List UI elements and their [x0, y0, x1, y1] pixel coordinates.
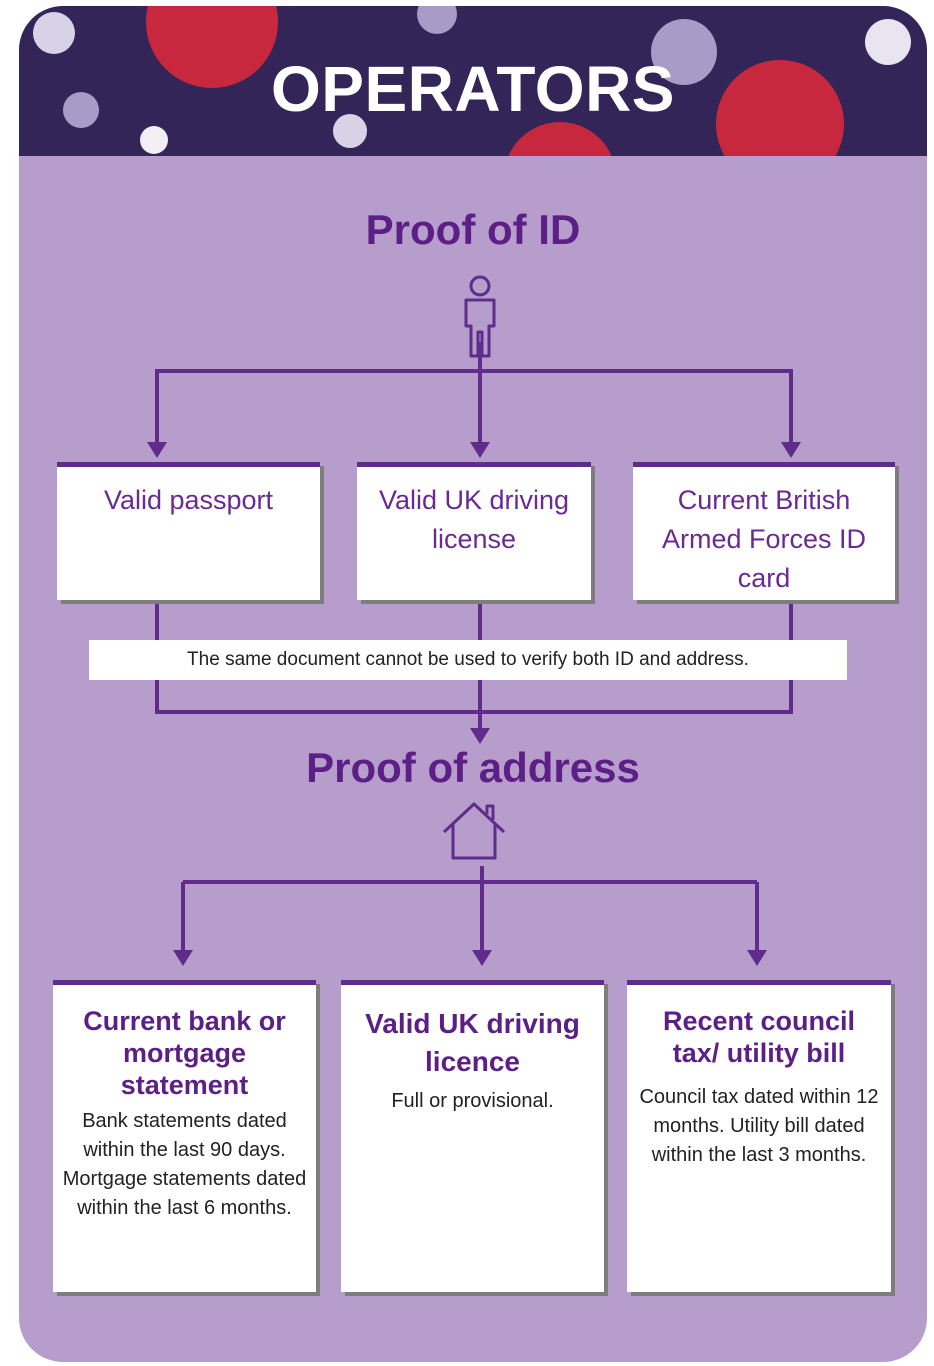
id-option-label: Valid passport [103, 485, 274, 515]
address-option-description: Full or provisional. [391, 1090, 554, 1112]
id-option-driving-license: Valid UK driving license [357, 462, 591, 600]
decorative-bubble [333, 114, 367, 148]
decorative-bubble [140, 126, 168, 154]
id-option-label: Current British Armed Forces ID card [661, 485, 867, 593]
house-icon [442, 802, 506, 860]
decorative-bubble [716, 60, 844, 156]
decorative-bubble [651, 19, 717, 85]
decorative-bubble [33, 12, 75, 54]
address-option-description: Council tax dated within 12 months. Util… [639, 1086, 879, 1166]
operators-card: OPERATORS Proof of ID Valid passport Val… [19, 6, 927, 1362]
id-option-armed-forces-card: Current British Armed Forces ID card [633, 462, 895, 600]
decorative-bubble [63, 92, 99, 128]
person-icon [464, 275, 496, 358]
address-option-title: Valid UK driving licence [365, 1008, 580, 1077]
address-option-bank-statement: Current bank or mortgage statement Bank … [53, 980, 316, 1292]
id-option-label: Valid UK driving license [378, 485, 570, 554]
header-banner: OPERATORS [19, 6, 927, 156]
address-option-description: Bank statements dated within the last 90… [62, 1110, 307, 1219]
page-title: OPERATORS [271, 53, 675, 125]
decorative-bubble [865, 19, 911, 65]
proof-of-address-title: Proof of address [306, 744, 640, 791]
same-document-note: The same document cannot be used to veri… [89, 640, 847, 680]
address-option-driving-licence: Valid UK driving licence Full or provisi… [341, 980, 604, 1292]
id-option-passport: Valid passport [57, 462, 320, 600]
address-option-council-tax: Recent council tax/ utility bill Council… [627, 980, 891, 1292]
proof-of-id-title: Proof of ID [365, 206, 581, 253]
address-option-title: Recent council tax/ utility bill [662, 1006, 856, 1068]
address-option-title: Current bank or mortgage statement [83, 1006, 286, 1100]
